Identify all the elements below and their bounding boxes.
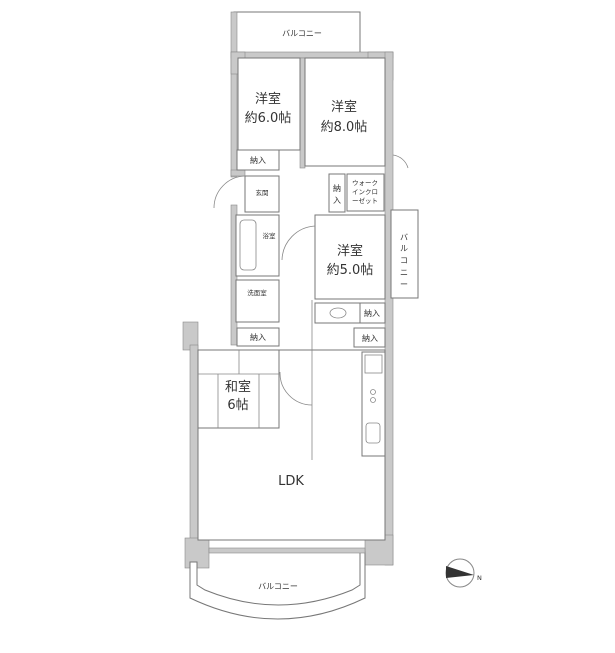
label-western-room-3-size: 約5.0帖 — [327, 263, 374, 278]
storage-2 — [359, 302, 386, 324]
label-balcony-right: ニ — [400, 268, 408, 277]
bathroom — [235, 214, 280, 277]
sink-icon — [365, 422, 381, 444]
storage-1 — [236, 149, 280, 171]
label-storage-2: 納入 — [364, 308, 380, 318]
label-western-room-2: 洋室 — [331, 99, 357, 115]
balcony-bottom — [189, 551, 366, 620]
label-entrance: 玄関 — [256, 188, 269, 197]
walk-in-closet — [346, 173, 385, 212]
japanese-room — [197, 349, 280, 429]
entrance — [244, 175, 280, 213]
door[interactable] — [279, 371, 313, 406]
label-japanese-room: 和室 — [225, 379, 251, 395]
western-room-1 — [237, 57, 301, 151]
label-balcony-top: バルコニー — [282, 29, 322, 38]
label-western-room-1: 洋室 — [255, 91, 281, 107]
label-storage-4: 納入 — [362, 333, 378, 343]
label-storage-vertical: 入 — [333, 196, 341, 205]
wall — [299, 57, 306, 169]
label-balcony-right: コ — [400, 256, 408, 265]
window-wall — [208, 547, 366, 554]
label-walk-in-closet: ーゼット — [352, 196, 378, 205]
label-ldk: LDK — [278, 474, 304, 489]
stove-icon — [370, 389, 376, 395]
label-western-room-1-size: 約6.0帖 — [245, 111, 292, 126]
wall — [230, 11, 238, 178]
label-japanese-room-size: 6帖 — [227, 398, 248, 413]
wall — [384, 51, 394, 566]
label-balcony-right: ー — [400, 280, 408, 289]
wall — [189, 344, 199, 561]
storage-3 — [236, 327, 280, 347]
label-western-room-2-size: 約8.0帖 — [321, 120, 368, 135]
compass-label: N — [477, 574, 482, 582]
label-balcony-right: バ — [400, 233, 408, 242]
label-washroom: 洗面室 — [247, 288, 267, 297]
storage-4 — [353, 327, 386, 348]
western-room-2 — [304, 57, 386, 167]
balcony-top — [233, 11, 361, 55]
door[interactable] — [392, 154, 409, 169]
toilet-icon — [329, 307, 347, 319]
storage-vertical — [328, 173, 346, 213]
label-western-room-3: 洋室 — [337, 243, 363, 259]
door[interactable] — [281, 225, 316, 261]
balcony-right — [390, 209, 419, 299]
kitchen-counter — [361, 351, 386, 457]
label-storage-3: 納入 — [250, 332, 266, 342]
label-storage-vertical: 納 — [333, 183, 341, 193]
western-room-3 — [314, 214, 386, 300]
label-balcony-right: ル — [400, 244, 408, 253]
label-bathroom: 浴室 — [263, 231, 277, 240]
label-walk-in-closet: インクロ — [352, 188, 378, 196]
toilet — [314, 302, 361, 324]
fridge-icon — [364, 354, 383, 374]
label-walk-in-closet: ウォーク — [352, 179, 378, 187]
front-door[interactable] — [213, 175, 246, 209]
label-balcony-bottom: バルコニー — [258, 582, 298, 591]
label-storage-1: 納入 — [250, 155, 266, 165]
wall — [230, 169, 246, 177]
compass-icon: N — [445, 558, 482, 588]
washroom — [235, 279, 280, 323]
bathtub-icon — [239, 219, 257, 271]
